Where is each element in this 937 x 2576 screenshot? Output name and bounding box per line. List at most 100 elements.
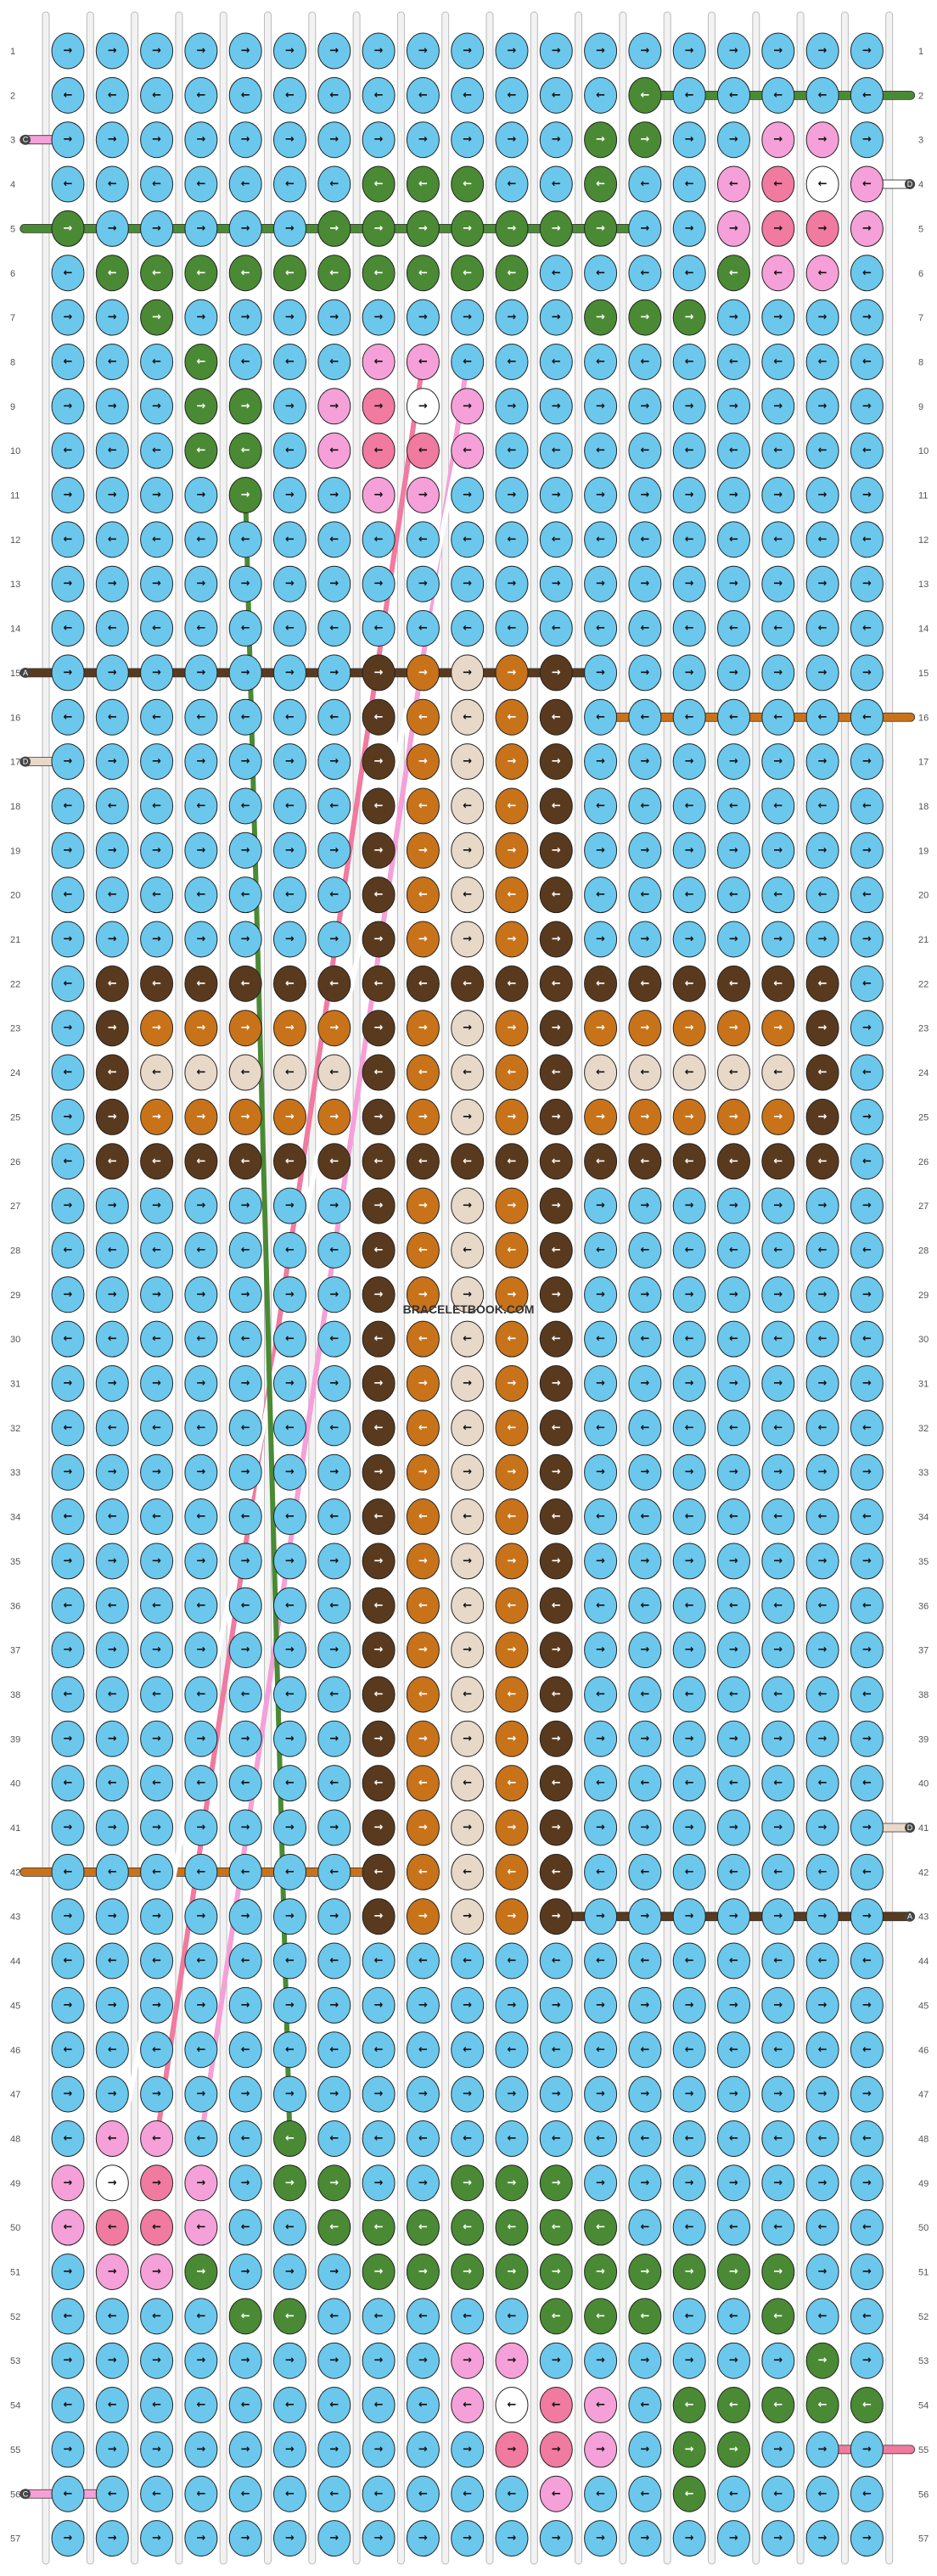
- knot-arrow: →: [64, 2176, 73, 2189]
- knot: ←: [628, 2298, 662, 2335]
- knot: ←: [406, 2387, 440, 2424]
- knot: →: [451, 1632, 485, 1669]
- knot: ←: [495, 1942, 529, 1980]
- knot: →: [362, 1898, 396, 1935]
- knot: →: [495, 210, 529, 247]
- knot: ←: [584, 1853, 618, 1890]
- knot-arrow: →: [596, 133, 605, 146]
- knot: ←: [95, 876, 129, 914]
- knot-arrow: ←: [596, 1599, 605, 1612]
- strand-end-right: D: [905, 1823, 915, 1833]
- knot: ←: [184, 787, 218, 825]
- thread-column: [42, 11, 50, 2565]
- knot: ←: [95, 698, 129, 736]
- knot-arrow: ←: [285, 266, 295, 279]
- knot-arrow: →: [196, 2088, 205, 2101]
- row-number: 13: [918, 580, 929, 590]
- knot-arrow: ←: [64, 1688, 73, 1700]
- knot: ←: [850, 876, 884, 914]
- knot: →: [672, 1276, 706, 1313]
- knot-arrow: ←: [552, 711, 561, 724]
- knot-arrow: →: [685, 1822, 694, 1834]
- knot-arrow: →: [463, 311, 472, 324]
- knot: ←: [805, 610, 839, 647]
- svg-text:C: C: [23, 136, 29, 144]
- knot-arrow: ←: [508, 2310, 517, 2322]
- knot: →: [273, 1632, 306, 1669]
- knot-arrow: →: [108, 2532, 117, 2545]
- knot: →: [362, 654, 396, 692]
- knot: →: [761, 2431, 795, 2468]
- thread-column: [708, 11, 715, 2565]
- knot-arrow: ←: [640, 711, 649, 724]
- knot: →: [228, 1898, 262, 1935]
- knot-arrow: ←: [196, 2399, 205, 2411]
- knot: →: [406, 1898, 440, 1935]
- knot: ←: [539, 1765, 573, 1802]
- row-number: 33: [10, 1468, 20, 1478]
- knot: →: [95, 1809, 129, 1846]
- knot-arrow: →: [64, 1554, 73, 1567]
- knot-arrow: ←: [329, 1244, 339, 1257]
- knot: →: [184, 1898, 218, 1935]
- row-number: 18: [918, 802, 929, 812]
- knot-arrow: →: [241, 1733, 250, 1745]
- row-number: 12: [10, 535, 20, 546]
- knot-arrow: ←: [64, 356, 73, 368]
- knot-arrow: →: [818, 578, 828, 591]
- knot-arrow: →: [196, 2355, 205, 2367]
- knot-arrow: →: [862, 311, 872, 324]
- knot: →: [584, 1010, 618, 1047]
- knot: →: [672, 2164, 706, 2202]
- knot-arrow: ←: [285, 2221, 295, 2234]
- knot: ←: [317, 76, 351, 114]
- knot-arrow: →: [552, 578, 561, 591]
- knot-arrow: →: [152, 2355, 161, 2367]
- knot: →: [805, 2164, 839, 2202]
- knot: →: [850, 388, 884, 425]
- knot: ←: [850, 1231, 884, 1268]
- knot: ←: [273, 2298, 306, 2335]
- knot-arrow: ←: [196, 2043, 205, 2056]
- knot-arrow: →: [329, 666, 339, 679]
- knot: ←: [717, 876, 750, 914]
- knot: ←: [539, 343, 573, 380]
- knot: ←: [406, 165, 440, 203]
- knot: ←: [672, 432, 706, 469]
- knot-arrow: ←: [196, 89, 205, 102]
- thread-column: [396, 11, 405, 2565]
- knot: ←: [317, 432, 351, 469]
- row-number: 30: [10, 1335, 20, 1345]
- knot: ←: [850, 432, 884, 469]
- knot: →: [406, 477, 440, 513]
- knot-arrow: ←: [552, 356, 561, 368]
- knot: ←: [850, 1143, 884, 1180]
- knot: ←: [850, 2120, 884, 2157]
- knot: →: [628, 1809, 662, 1846]
- knot: ←: [805, 876, 839, 914]
- knot-arrow: ←: [640, 1866, 649, 1879]
- knot: →: [539, 1010, 573, 1047]
- knot: →: [805, 565, 839, 602]
- knot: ←: [95, 1320, 129, 1358]
- knot: →: [717, 832, 750, 869]
- knot-arrow: →: [596, 2088, 605, 2101]
- knot-arrow: ←: [152, 266, 161, 279]
- knot-arrow: →: [552, 1466, 561, 1479]
- knot: →: [451, 2342, 485, 2379]
- knot-arrow: ←: [152, 2132, 161, 2145]
- knot: →: [672, 2075, 706, 2113]
- knot-arrow: ←: [329, 1067, 339, 1079]
- knot: ←: [805, 1054, 839, 1091]
- knot-arrow: ←: [640, 1777, 649, 1789]
- knot: →: [273, 1809, 306, 1846]
- knot-arrow: →: [241, 666, 250, 679]
- knot-arrow: →: [552, 1644, 561, 1656]
- knot: →: [184, 299, 218, 336]
- knot: ←: [672, 2475, 706, 2512]
- knot-arrow: ←: [329, 2043, 339, 2056]
- knot-arrow: →: [552, 1111, 561, 1123]
- knot-arrow: ←: [818, 445, 828, 457]
- knot: →: [317, 1098, 351, 1135]
- knot-arrow: →: [374, 1554, 384, 1567]
